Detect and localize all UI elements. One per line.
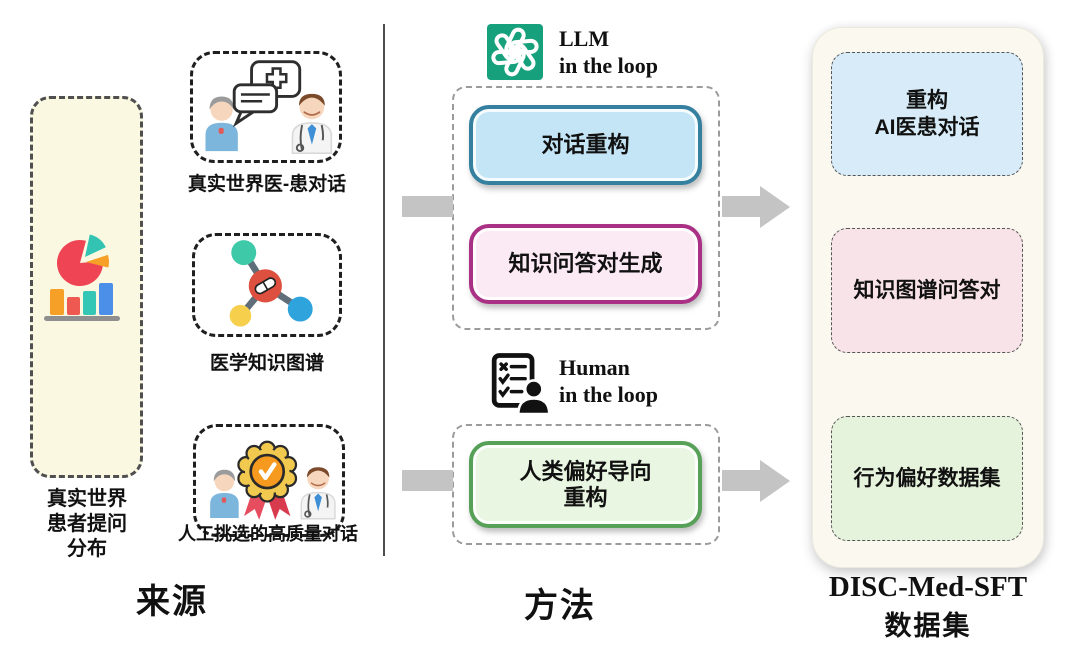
source-label-dialogues: 真实世界医-患对话 bbox=[187, 174, 347, 195]
openai-logo-icon bbox=[487, 24, 543, 80]
dialog-reconstruction-box: 对话重构 bbox=[469, 105, 702, 185]
doctor-patient-dialog-icon bbox=[205, 60, 333, 155]
dataset-box-behavior-preference: 行为偏好数据集 bbox=[831, 416, 1023, 541]
dataset-box-kg-qa-pairs: 知识图谱问答对 bbox=[831, 228, 1023, 353]
source-label-selected-dialogues: 人工挑选的高质量对话 bbox=[178, 524, 358, 544]
dataset-box-reconstructed-dialogs: 重构 AI医患对话 bbox=[831, 52, 1023, 176]
arrow-right-human-head bbox=[760, 460, 790, 502]
llm-in-the-loop-title: LLM in the loop bbox=[559, 26, 659, 78]
patient-question-distribution-box bbox=[30, 96, 143, 478]
pie-bar-chart-icon bbox=[44, 234, 120, 321]
sources-header: 来源 bbox=[136, 583, 208, 621]
award-badge-icon bbox=[210, 440, 336, 520]
human-preference-box: 人类偏好导向 重构 bbox=[469, 441, 702, 528]
source-box-selected-dialogues bbox=[193, 424, 345, 537]
knowledge-qa-generation-box: 知识问答对生成 bbox=[469, 224, 702, 304]
arrow-stub-human bbox=[402, 470, 453, 491]
methods-header: 方法 bbox=[524, 587, 596, 625]
human-checklist-icon bbox=[489, 350, 551, 416]
source-box-knowledge-graph bbox=[192, 233, 342, 337]
source-box-dialogues bbox=[190, 51, 342, 163]
arrow-right-human-shaft bbox=[722, 470, 762, 491]
arrow-stub-llm bbox=[402, 196, 453, 217]
distribution-label: 真实世界 患者提问 分布 bbox=[47, 488, 127, 560]
human-in-the-loop-title: Human in the loop bbox=[559, 355, 659, 407]
dataset-title-line1: DISC-Med-SFT bbox=[828, 571, 1028, 603]
arrow-right-llm-head bbox=[760, 186, 790, 228]
dataset-title-line2: 数据集 bbox=[884, 611, 972, 641]
knowledge-graph-icon bbox=[229, 240, 313, 327]
column-divider bbox=[383, 24, 385, 556]
arrow-right-llm-shaft bbox=[722, 196, 762, 217]
source-label-knowledge-graph: 医学知识图谱 bbox=[209, 353, 324, 374]
